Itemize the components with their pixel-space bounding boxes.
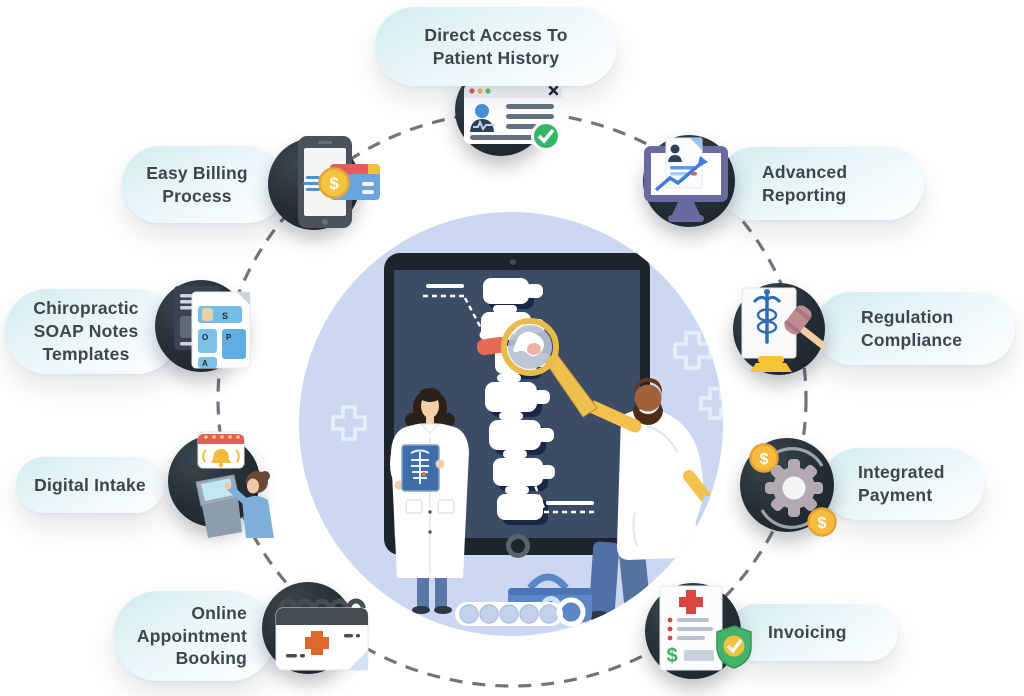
- dollar-coin-icon: [807, 507, 837, 537]
- female-doctor: [390, 388, 469, 614]
- feature-pill: Invoicing: [728, 604, 898, 661]
- checkin-kiosk-icon: [195, 431, 274, 538]
- currency-symbol: $: [760, 451, 769, 468]
- central-illustration: [299, 212, 723, 636]
- feature-pill: Chiropractic SOAP Notes Templates: [5, 289, 179, 374]
- feature-label: Direct Access To Patient History: [424, 24, 568, 68]
- screen-callouts: [423, 284, 596, 514]
- feature-label: Regulation Compliance: [861, 306, 963, 350]
- notification-bell-icon: [202, 449, 240, 468]
- gear-dollar-coins-icon: $ $: [749, 443, 837, 537]
- patient-figure: [224, 471, 274, 538]
- feature-label: Advanced Reporting: [762, 161, 848, 205]
- soap-letter-p: P: [226, 333, 232, 342]
- feature-pill: Regulation Compliance: [815, 292, 1015, 365]
- caduceus-document-gavel-icon: [741, 287, 826, 372]
- feature-pill: Digital Intake: [16, 457, 164, 513]
- soap-letter-a: A: [202, 359, 208, 368]
- dollar-coin-icon: [318, 167, 350, 199]
- currency-symbol: $: [666, 645, 677, 667]
- invoice-shield-check-icon: $: [659, 585, 752, 671]
- soap-letter-s: S: [222, 311, 228, 321]
- first-aid-case-handle: [527, 573, 569, 591]
- phone-card-payment-icon: $: [298, 136, 380, 228]
- medical-cross-icon: [305, 631, 329, 655]
- feature-pill: Online Appointment Booking: [113, 591, 275, 681]
- tablet-home-button: [506, 534, 530, 558]
- feature-label: Integrated Payment: [858, 462, 945, 505]
- dollar-coin-icon: [749, 443, 779, 473]
- feature-label: Online Appointment Booking: [136, 602, 247, 669]
- feature-label: Invoicing: [768, 622, 847, 643]
- feature-label: Digital Intake: [34, 474, 146, 495]
- feature-label: Chiropractic SOAP Notes Templates: [33, 298, 139, 364]
- gavel-icon: [784, 305, 826, 349]
- browser-patient-record-icon: [464, 84, 562, 151]
- feature-pill: Direct Access To Patient History: [375, 7, 617, 86]
- feature-pill: Easy Billing Process: [122, 146, 286, 223]
- currency-symbol: $: [818, 515, 827, 532]
- inflamed-disc-highlight: [476, 336, 508, 356]
- xray-sheet: [401, 444, 440, 492]
- decor-cross-icons: [331, 331, 723, 441]
- close-icon: [548, 85, 559, 96]
- currency-symbol: $: [329, 174, 339, 193]
- shield-check-icon: [716, 625, 752, 669]
- yellow-sleeve-arm: [586, 400, 642, 433]
- magnifier-icon: [501, 318, 598, 418]
- medical-cross-icon: [679, 590, 703, 614]
- soap-letter-o: O: [202, 333, 208, 342]
- feature-pill: Integrated Payment: [822, 448, 984, 520]
- tablet-camera-dot: [510, 259, 516, 265]
- gear-icon: [765, 459, 823, 517]
- calendar-medical-cross-icon: [275, 598, 369, 671]
- caduceus-icon: [752, 289, 782, 344]
- monitor-report-chart-icon: [644, 137, 728, 222]
- soap-template-documents-icon: S O P A: [174, 286, 251, 369]
- feature-label: Easy Billing Process: [146, 162, 248, 206]
- feature-pill: Advanced Reporting: [718, 147, 924, 220]
- medical-props: [455, 573, 592, 627]
